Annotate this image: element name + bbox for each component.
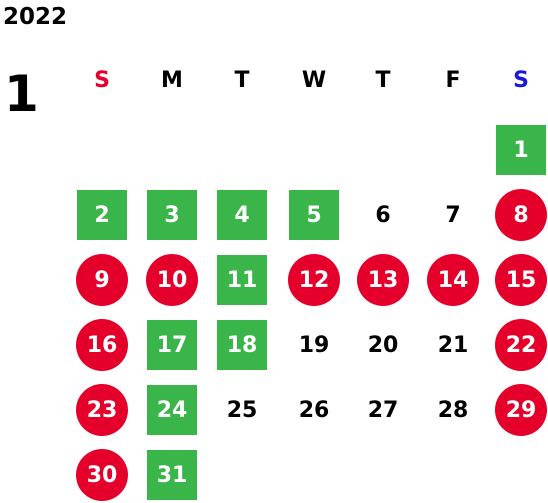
month-label: 1 <box>4 65 39 123</box>
weekday-6: S <box>513 68 529 93</box>
day-10: 10 <box>146 254 198 306</box>
day-30: 30 <box>76 449 128 501</box>
weekday-1: M <box>161 68 183 93</box>
day-6: 6 <box>375 202 391 228</box>
day-31: 31 <box>147 450 197 500</box>
day-8: 8 <box>495 189 547 241</box>
day-16: 16 <box>76 319 128 371</box>
day-17: 17 <box>147 320 197 370</box>
weekday-5: F <box>445 68 461 93</box>
day-27: 27 <box>367 397 399 423</box>
day-23: 23 <box>76 384 128 436</box>
day-28: 28 <box>437 397 469 423</box>
day-9: 9 <box>76 254 128 306</box>
day-12: 12 <box>288 254 340 306</box>
day-14: 14 <box>427 254 479 306</box>
day-29: 29 <box>495 384 547 436</box>
year-label: 2022 <box>3 4 68 30</box>
weekday-2: T <box>234 68 250 93</box>
day-26: 26 <box>298 397 330 423</box>
day-4: 4 <box>217 190 267 240</box>
day-24: 24 <box>147 385 197 435</box>
weekday-4: T <box>375 68 391 93</box>
day-20: 20 <box>367 332 399 358</box>
day-7: 7 <box>445 202 461 228</box>
day-19: 19 <box>298 332 330 358</box>
weekday-0: S <box>94 68 110 93</box>
day-15: 15 <box>495 254 547 306</box>
day-25: 25 <box>226 397 258 423</box>
day-13: 13 <box>357 254 409 306</box>
day-2: 2 <box>77 190 127 240</box>
weekday-3: W <box>301 68 327 93</box>
day-22: 22 <box>495 319 547 371</box>
day-18: 18 <box>217 320 267 370</box>
day-1: 1 <box>496 125 546 175</box>
day-11: 11 <box>217 255 267 305</box>
day-3: 3 <box>147 190 197 240</box>
day-21: 21 <box>437 332 469 358</box>
day-5: 5 <box>289 190 339 240</box>
